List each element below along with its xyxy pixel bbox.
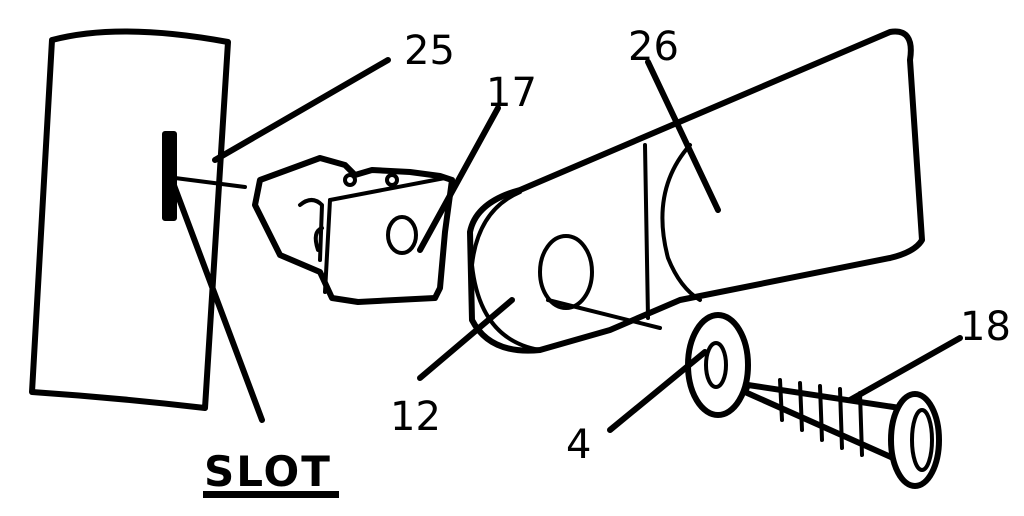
leader-12 xyxy=(417,297,515,381)
leader-25 xyxy=(212,57,391,163)
leader-4 xyxy=(607,349,708,433)
part-25-panel xyxy=(29,28,231,411)
leader-18 xyxy=(847,335,963,403)
arm-hole xyxy=(538,234,594,310)
part-4-washer xyxy=(685,312,751,418)
callout-25: 25 xyxy=(404,28,455,74)
slot-label-underline xyxy=(203,491,339,498)
part-26-arm xyxy=(467,28,925,354)
leader-26 xyxy=(645,59,721,213)
bracket-hole xyxy=(386,215,418,255)
slot-label: SLOT xyxy=(204,447,332,496)
leader-17 xyxy=(417,105,501,253)
callout-18: 18 xyxy=(960,304,1011,350)
part-17-bracket xyxy=(173,155,455,305)
callout-12: 12 xyxy=(390,394,441,440)
callout-4: 4 xyxy=(566,422,591,468)
slot-opening xyxy=(162,131,177,221)
leader-slot xyxy=(169,177,265,423)
callout-26: 26 xyxy=(628,24,679,70)
callout-17: 17 xyxy=(486,70,537,116)
part-18-screw xyxy=(742,378,942,489)
